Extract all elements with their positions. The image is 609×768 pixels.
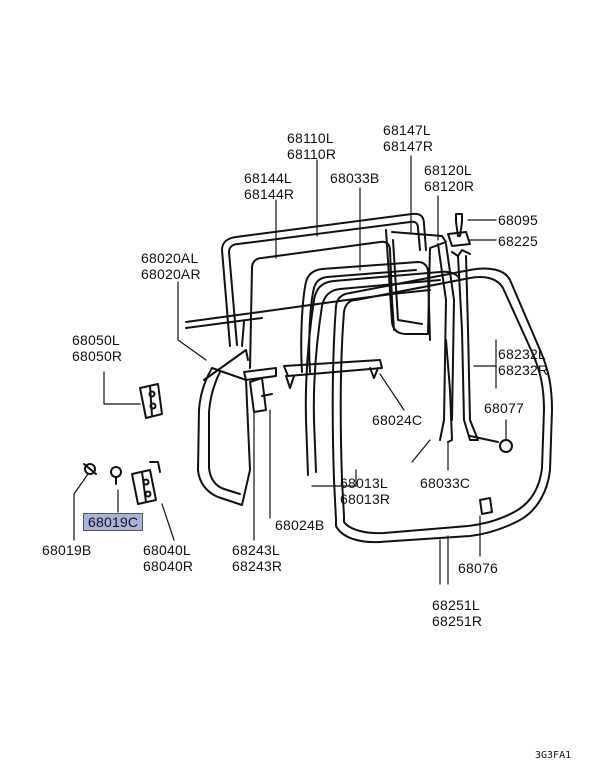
label-68243: 68243L 68243R: [232, 542, 283, 574]
label-68033b: 68033B: [330, 170, 380, 186]
label-68024c: 68024C: [372, 412, 423, 428]
clip-68225: [447, 231, 471, 247]
clip-68076: [479, 497, 493, 515]
label-68110: 68110L 68110R: [287, 130, 337, 162]
label-68095: 68095: [498, 212, 538, 228]
label-68147: 68147L 68147R: [383, 122, 434, 154]
bracket-68243: [249, 377, 267, 413]
label-68020a: 68020AL 68020AR: [141, 250, 201, 282]
belt-moulding: [185, 289, 431, 323]
label-68040: 68040L 68040R: [143, 542, 194, 574]
label-68019b: 68019B: [42, 542, 92, 558]
door-sash-68110: [221, 212, 427, 347]
diagram-code: 3G3FA1: [535, 750, 572, 761]
label-68024b: 68024B: [275, 517, 325, 533]
retainer-68077: [499, 439, 513, 453]
hinge-68040: [131, 469, 157, 505]
label-68225: 68225: [498, 233, 538, 249]
weatherstrip-68033c: [445, 339, 453, 443]
quarter-glass-68147: [385, 229, 447, 335]
label-68077: 68077: [484, 400, 524, 416]
label-68033c: 68033C: [420, 475, 471, 491]
label-68019c-highlighted[interactable]: 68019C: [83, 513, 144, 531]
door-frame-68013: [304, 270, 461, 476]
window-glass-68144: [249, 240, 395, 369]
door-shell-inner: [208, 371, 241, 495]
hinge-68050: [139, 383, 163, 419]
bolt-68019b: [84, 463, 96, 475]
label-68144: 68144L 68144R: [244, 170, 295, 202]
label-68076: 68076: [458, 560, 498, 576]
door-shell: [197, 367, 251, 506]
bolt-68019c: [110, 466, 122, 478]
weatherstrip-68033b: [300, 261, 431, 373]
label-68251: 68251L 68251R: [432, 597, 483, 629]
opening-weatherstrip-68251: [331, 267, 553, 544]
label-68120: 68120L 68120R: [424, 162, 475, 194]
label-68013: 68013L 68013R: [340, 475, 391, 507]
guide-rail-68024c: [283, 359, 383, 377]
label-68050: 68050L 68050R: [72, 332, 123, 364]
label-68232: 68232L 68232R: [498, 346, 549, 378]
screw-68095: [455, 213, 463, 237]
run-channel-68120: [437, 243, 447, 441]
